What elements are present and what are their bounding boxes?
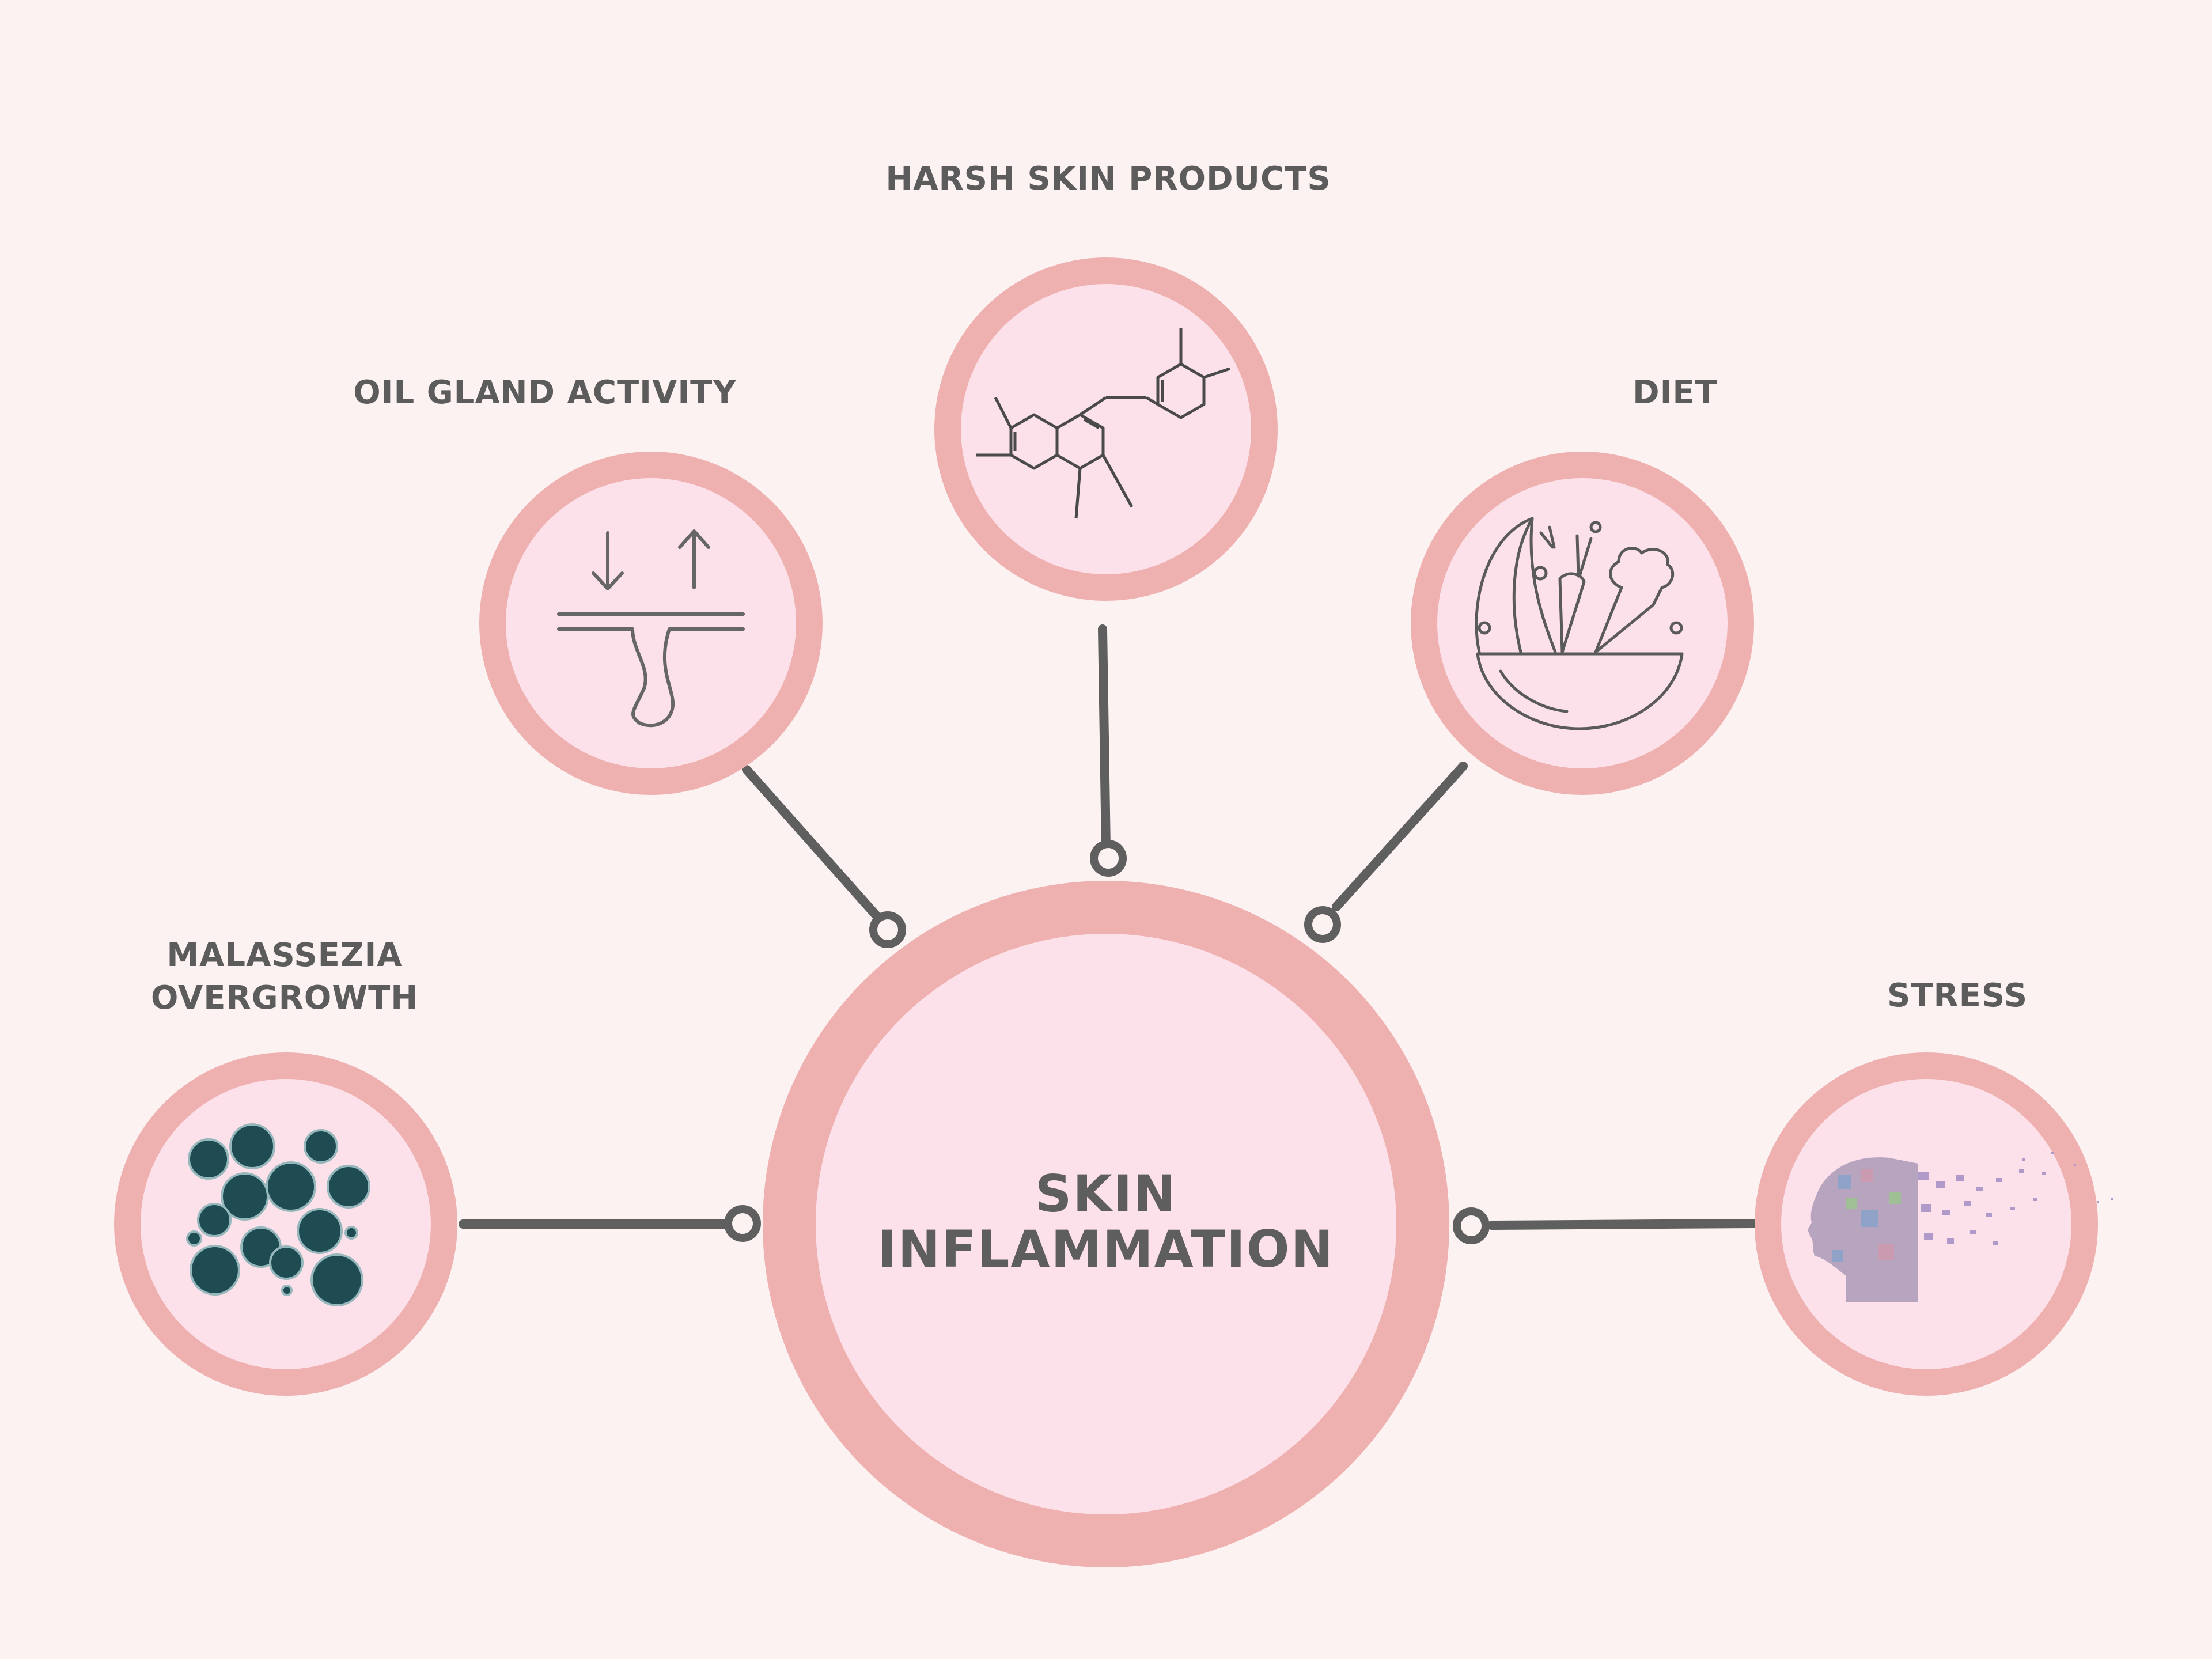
connector-node-oil: [869, 911, 906, 948]
connector-oil: [742, 765, 880, 919]
oil-gland-icon: [557, 529, 745, 728]
circle-malassezia: [114, 1052, 457, 1396]
food-bowl-icon: [1475, 517, 1684, 730]
center-title: SKIN INFLAMMATION: [878, 1166, 1334, 1277]
connector-harsh: [1098, 624, 1111, 854]
label-malassezia-overgrowth: MALASSEZIA OVERGROWTH: [151, 934, 418, 1020]
connector-stress: [1487, 1219, 1757, 1230]
circle-diet: [1411, 452, 1754, 795]
connector-diet: [1332, 762, 1468, 911]
center-circle: [763, 881, 1449, 1567]
center-title-line2: INFLAMMATION: [877, 1219, 1335, 1279]
label-malassezia-line1: MALASSEZIA: [166, 937, 403, 974]
connector-node-stress: [1453, 1207, 1490, 1244]
connector-node-harsh: [1090, 840, 1127, 877]
dissolving-head-icon: [1808, 1152, 2113, 1302]
fungus-cells-icon: [186, 1123, 370, 1306]
chemical-structure-icon: [976, 328, 1230, 519]
label-stress: STRESS: [1887, 977, 2028, 1014]
circle-harsh-products: [934, 257, 1278, 601]
center-title-line1: SKIN: [1035, 1164, 1177, 1224]
label-diet: DIET: [1633, 374, 1718, 411]
connector-node-malassezia: [724, 1205, 761, 1242]
label-malassezia-line2: OVERGROWTH: [150, 979, 419, 1017]
label-harsh-skin-products: HARSH SKIN PRODUCTS: [885, 160, 1331, 198]
connector-node-diet: [1304, 906, 1341, 943]
circle-stress: [1755, 1052, 2098, 1396]
circle-oil-gland: [479, 452, 823, 795]
label-oil-gland-activity: OIL GLAND ACTIVITY: [353, 374, 737, 411]
